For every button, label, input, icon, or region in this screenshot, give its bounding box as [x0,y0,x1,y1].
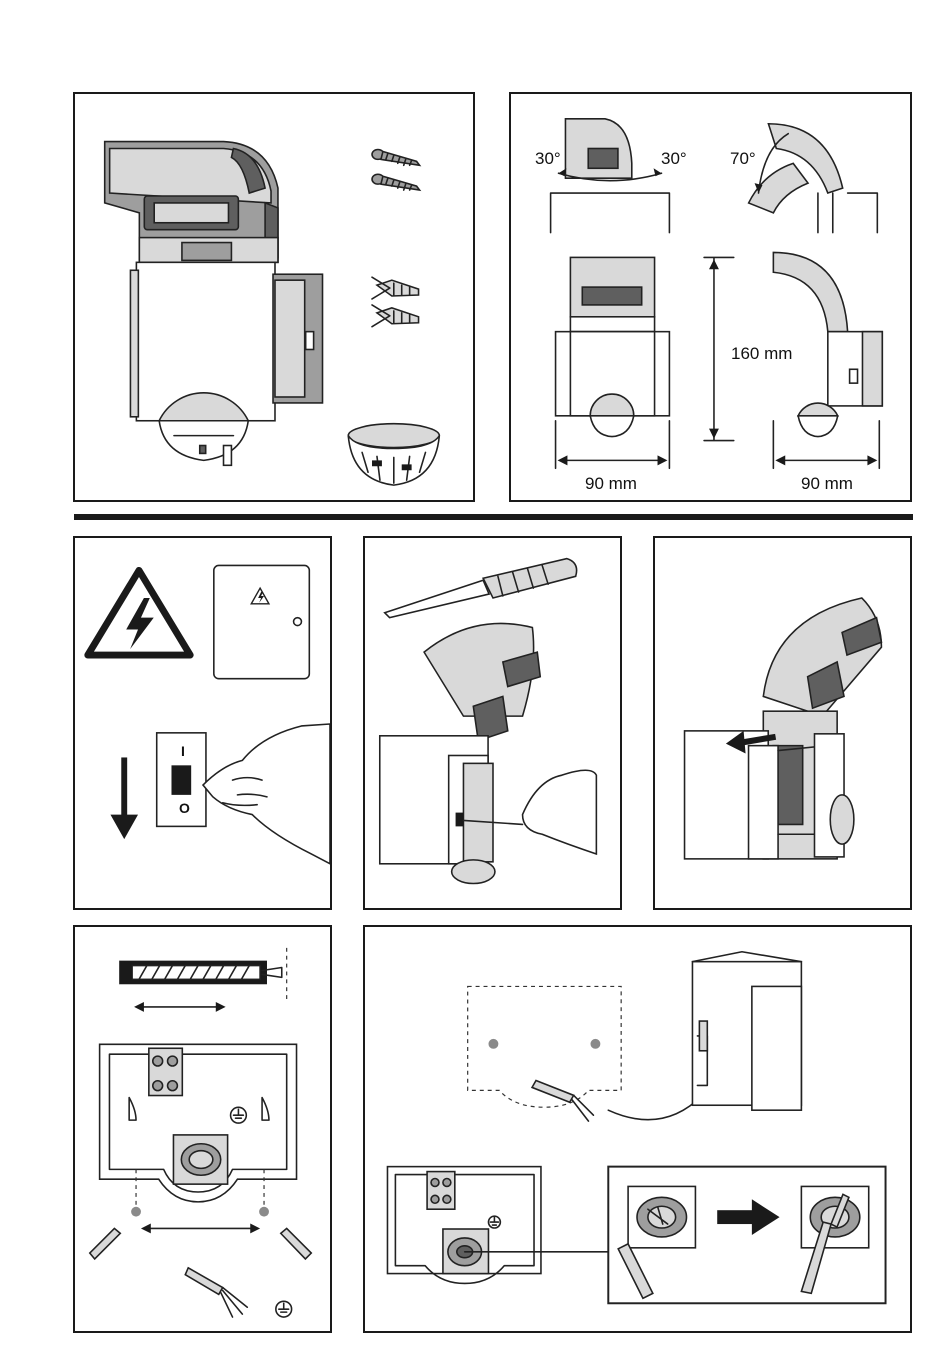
panel-remove-cover [653,536,912,910]
panel-package-contents [73,92,475,502]
earth-ground-icon [276,1301,292,1317]
section-divider [74,514,913,520]
wall-plug-icon [372,277,419,327]
mounting-illustration [365,927,910,1331]
black-arrow-icon [110,757,138,839]
switch-off-symbol: O [179,800,190,816]
earth-ground-icon [488,1216,500,1228]
panel-mounting [363,925,912,1333]
screw-icon [372,149,420,190]
unscrew-illustration [365,538,620,908]
panel-drilling [73,925,332,1333]
fusebox [214,565,310,678]
high-voltage-warning-icon [88,570,190,655]
width-side-label: 90 mm [801,474,853,494]
dimensions-illustration [511,94,910,500]
drill-bit-icon [119,948,286,1002]
panel-switch-off-power: I O [73,536,332,910]
panel-unscrew [363,536,622,910]
tilt-label: 70° [730,149,756,169]
spare-lens-icon [348,424,439,485]
drilling-illustration [75,927,330,1331]
panel-dimensions: 30° 30° 70° 160 mm 90 mm 90 mm [509,92,912,502]
height-label: 160 mm [731,344,792,364]
package-contents-illustration [75,94,473,500]
width-front-label: 90 mm [585,474,637,494]
switch-off-illustration [75,538,330,908]
swivel-left-label: 30° [535,149,561,169]
switch-on-symbol: I [181,743,185,759]
earth-ground-icon [231,1107,247,1123]
swivel-right-label: 30° [661,149,687,169]
remove-cover-illustration [655,538,910,908]
screwdriver-icon [385,559,577,618]
